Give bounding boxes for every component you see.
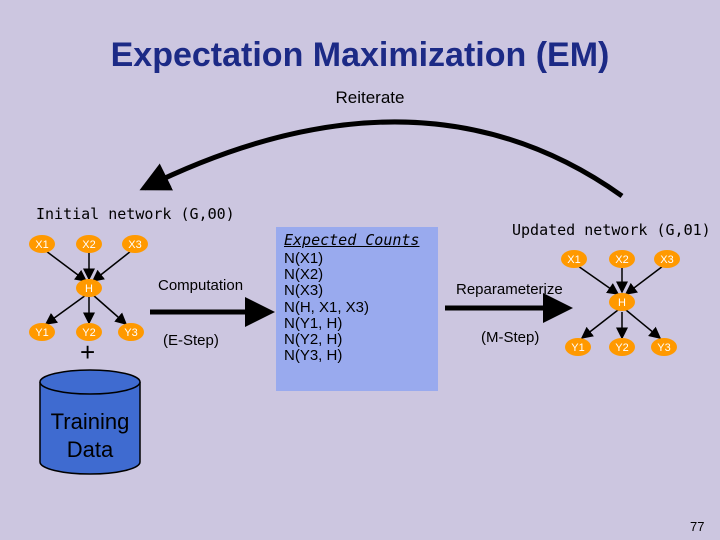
count-line: N(Y2, H)	[284, 331, 343, 349]
initial-network-label: Initial network (G,Θ0)	[36, 205, 235, 223]
page-title: Expectation Maximization (EM)	[110, 36, 610, 74]
svg-text:H: H	[618, 297, 626, 309]
reiterate-label: Reiterate	[335, 88, 405, 107]
svg-text:Y3: Y3	[124, 327, 137, 339]
updated-network-label: Updated network (G,Θ1)	[512, 221, 711, 239]
count-line: N(H, X1, X3)	[284, 298, 370, 316]
count-line: N(X3)	[284, 282, 324, 300]
updated-network-nodes: X1 X2 X3 H Y1 Y2 Y3	[561, 250, 680, 356]
node-h: H	[76, 279, 102, 297]
node-y3: Y3	[118, 323, 144, 341]
svg-text:Y2: Y2	[615, 342, 628, 354]
node-y2: Y2	[76, 323, 102, 341]
svg-text:Y1: Y1	[571, 342, 584, 354]
node-h: H	[609, 293, 635, 311]
count-line: N(X1)	[284, 250, 324, 267]
svg-text:H: H	[85, 283, 93, 295]
svg-text:Y1: Y1	[35, 327, 48, 339]
m-step-label: (M-Step)	[481, 329, 540, 346]
expected-counts-box: Expected Counts N(X1) N(X2) N(X3) N(H, X…	[276, 227, 438, 391]
page-number: 77	[690, 519, 705, 534]
reparameterize-label: Reparameterize	[456, 281, 563, 298]
e-step-label: (E-Step)	[163, 332, 219, 349]
count-line: N(X2)	[284, 266, 324, 284]
computation-label: Computation	[158, 277, 244, 294]
count-line: N(Y3, H)	[284, 347, 343, 365]
count-line: N(Y1, H)	[284, 314, 343, 332]
training-data-label: Training Data	[50, 409, 130, 462]
node-x1: X1	[29, 235, 55, 253]
svg-text:X3: X3	[660, 254, 673, 266]
node-x3: X3	[122, 235, 148, 253]
node-y2: Y2	[609, 338, 635, 356]
svg-text:X2: X2	[82, 239, 95, 251]
initial-network-nodes: X1 X2 X3 H Y1 Y2 Y3	[29, 235, 148, 341]
svg-text:Y2: Y2	[82, 327, 95, 339]
training-data-cylinder	[39, 369, 141, 475]
node-y3: Y3	[651, 338, 677, 356]
svg-text:X1: X1	[35, 239, 48, 251]
updated-network-edges	[577, 265, 664, 340]
expected-counts-title: Expected Counts	[284, 231, 420, 249]
node-x3: X3	[654, 250, 680, 268]
svg-text:Y3: Y3	[657, 342, 670, 354]
reiterate-arrow	[139, 119, 624, 199]
svg-text:X3: X3	[128, 239, 141, 251]
node-x2: X2	[76, 235, 102, 253]
plus-sign: +	[80, 337, 96, 367]
node-y1: Y1	[565, 338, 591, 356]
node-x1: X1	[561, 250, 587, 268]
node-x2: X2	[609, 250, 635, 268]
node-y1: Y1	[29, 323, 55, 341]
svg-text:X2: X2	[615, 254, 628, 266]
initial-network-edges	[44, 250, 132, 325]
svg-text:X1: X1	[567, 254, 580, 266]
